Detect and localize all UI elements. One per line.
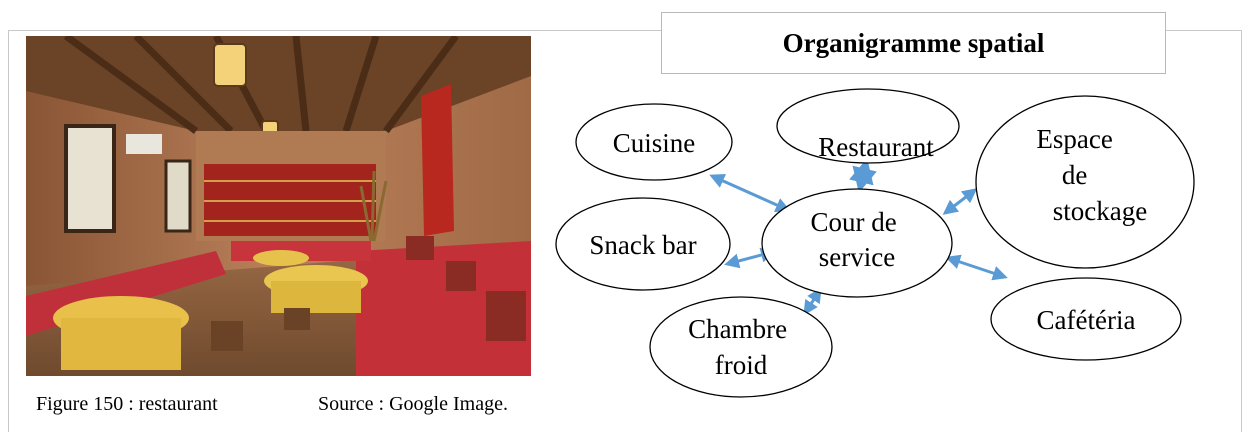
svg-text:Cafétéria: Cafétéria bbox=[1037, 305, 1136, 335]
svg-text:Chambre froid: Chambre froid bbox=[688, 314, 794, 380]
svg-text:Snack bar: Snack bar bbox=[589, 230, 696, 260]
node-cafeteria-line-1: Cafétéria bbox=[1037, 305, 1136, 335]
frame-top-line-left bbox=[8, 30, 661, 31]
frame-left-line bbox=[8, 30, 9, 432]
diagram-title-box: Organigramme spatial bbox=[661, 12, 1166, 74]
node-chambre-line-2: froid bbox=[715, 350, 768, 380]
node-cafeteria: Cafétéria bbox=[990, 277, 1182, 361]
node-snack-bar: Snack bar bbox=[555, 197, 731, 291]
svg-text:Cour de service: Cour de service bbox=[811, 207, 904, 272]
node-stockage-line-3: stockage bbox=[1053, 196, 1147, 226]
edge-cuisine-cour bbox=[709, 174, 791, 212]
node-restaurant-line-1: Restaurant bbox=[818, 132, 934, 162]
frame-right-line bbox=[1241, 30, 1242, 432]
figure-caption: Figure 150 : restaurant bbox=[36, 393, 218, 415]
edge-stockage-cour bbox=[942, 188, 978, 215]
figure-source: Source : Google Image. bbox=[318, 393, 508, 415]
edge-chambre-cour bbox=[803, 287, 822, 316]
node-cour-line-1: Cour de bbox=[811, 207, 897, 237]
node-stockage-line-2: de bbox=[1062, 160, 1088, 190]
edge-restaurant-cour bbox=[849, 158, 877, 193]
svg-text:Cuisine: Cuisine bbox=[613, 128, 696, 158]
edge-cafeteria-cour bbox=[945, 254, 1008, 281]
restaurant-photo bbox=[26, 36, 531, 376]
node-stockage-line-1: Espace bbox=[1036, 124, 1112, 154]
node-restaurant: Restaurant bbox=[776, 88, 960, 164]
diagram-title: Organigramme spatial bbox=[782, 27, 1045, 58]
svg-text:Espace de stockage: Espace de stockage bbox=[1036, 124, 1147, 226]
node-cour-de-service: Cour de service bbox=[761, 188, 953, 298]
frame-top-line-right bbox=[1166, 30, 1242, 31]
node-cour-line-2: service bbox=[819, 242, 895, 272]
node-cuisine-line-1: Cuisine bbox=[613, 128, 696, 158]
node-chambre-froid: Chambre froid bbox=[649, 296, 833, 398]
node-snack-line-1: Snack bar bbox=[589, 230, 696, 260]
svg-text:Restaurant: Restaurant bbox=[818, 132, 934, 162]
node-chambre-line-1: Chambre bbox=[688, 314, 787, 344]
node-stockage: Espace de stockage bbox=[975, 95, 1195, 269]
node-cuisine: Cuisine bbox=[575, 103, 733, 181]
